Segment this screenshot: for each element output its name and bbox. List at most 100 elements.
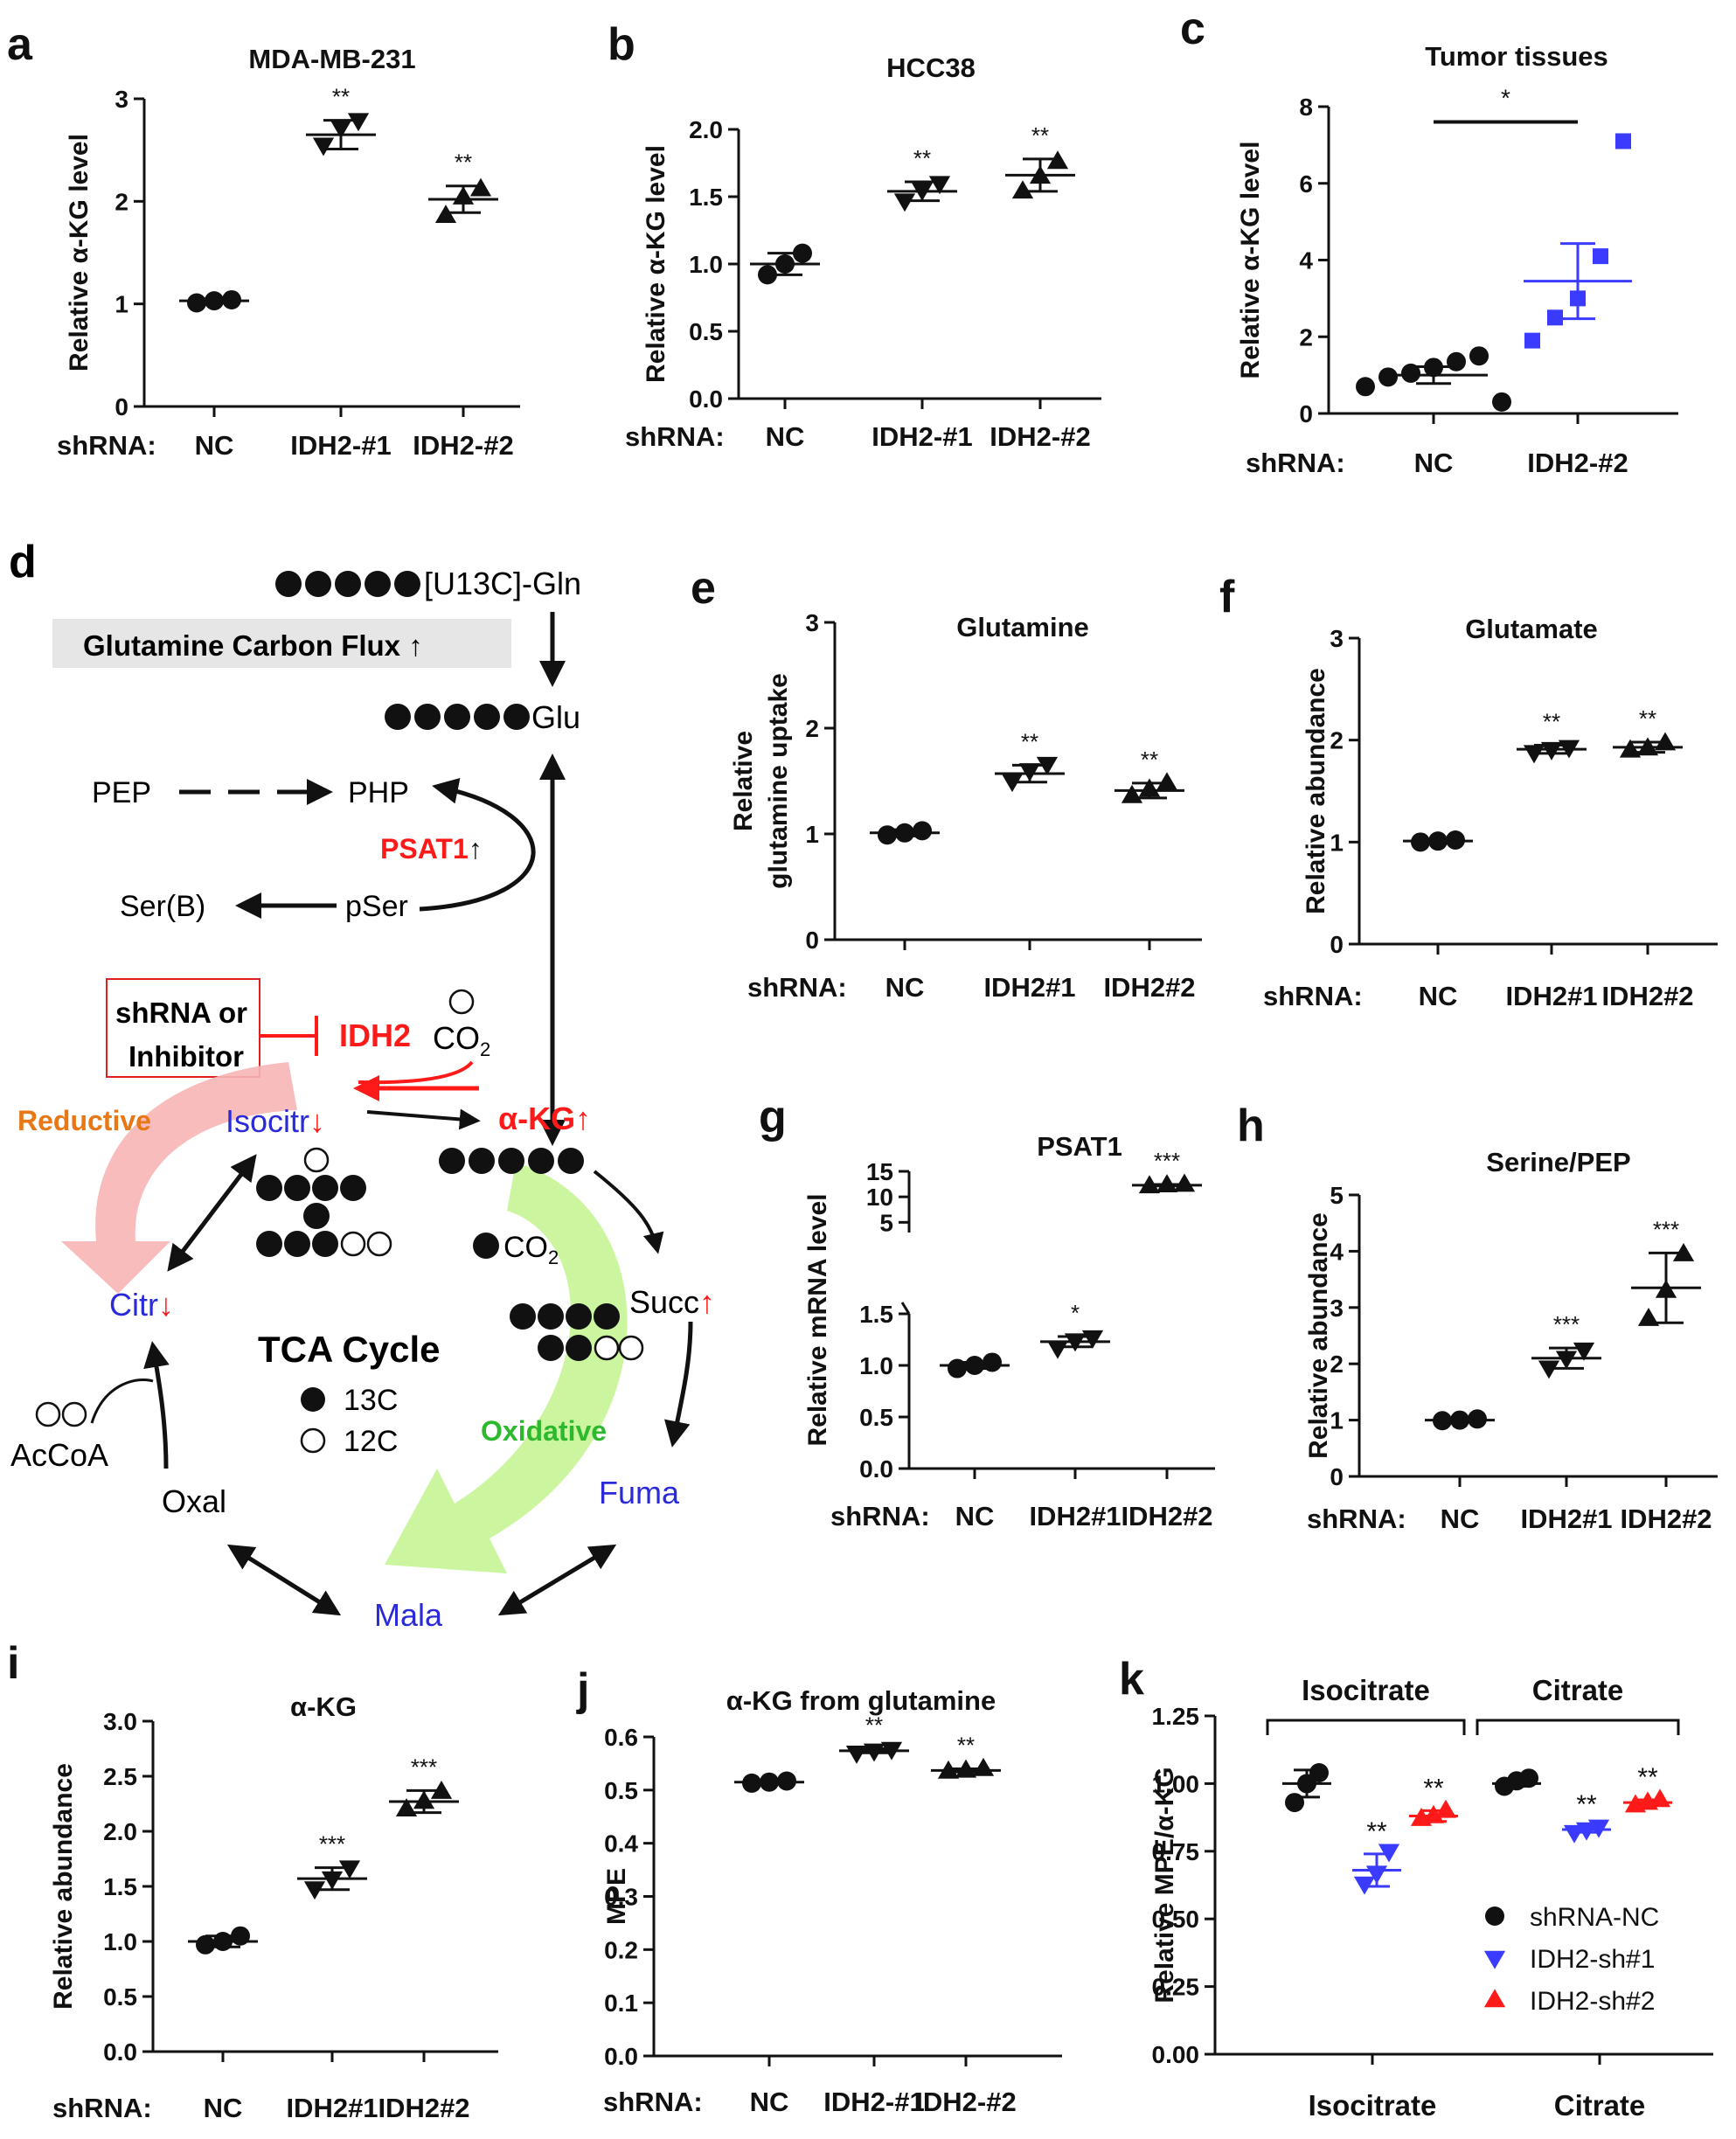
y-tick-label-i: 3.0 [103,1708,137,1735]
x-tick-label-h: IDH2#2 [1620,1504,1712,1534]
chart-title-e: Glutamine [956,612,1089,642]
panel-letter-g: g [759,1092,787,1142]
y-tick-label-e: 2 [805,715,819,742]
x-tick-label-f: IDH2#2 [1601,981,1693,1011]
panel-letter-k: k [1119,1654,1144,1705]
acoa-label: AcCoA [10,1437,108,1473]
significance-j: ** [957,1733,975,1759]
data-point-k [1285,1793,1304,1813]
significance-h: *** [1653,1216,1679,1242]
significance-a: ** [455,149,472,176]
shrna-prefix-j: shRNA: [603,2087,703,2117]
y-tick-label-a: 1 [115,291,128,318]
shrna-prefix-b: shRNA: [625,421,725,452]
y-tick-label-h: 4 [1330,1238,1344,1265]
co2-label-top: CO2 [433,1020,490,1060]
legend-marker-k [1483,1989,1506,2008]
psat1-label: PSAT1↑ [380,833,483,865]
data-point-c [1356,377,1375,397]
reductive-arrow [61,1062,297,1294]
citr-label: Citr↓ [109,1287,174,1323]
significance-g: *** [1154,1148,1180,1174]
data-point-c [1524,332,1540,349]
x-tick-label-h: IDH2#1 [1520,1504,1612,1534]
y-tick-label-g: 0.0 [859,1455,893,1483]
y-tick-label-h: 2 [1330,1351,1344,1378]
co2-carbon-open [448,989,475,1015]
y-tick-label-b: 1.5 [689,184,723,211]
panel-letter-b: b [608,19,635,70]
x-tick-label-f: NC [1419,981,1458,1011]
axis-break-g [900,1302,911,1315]
data-point-a [312,137,335,156]
x-tick-label-c: IDH2-#2 [1527,448,1628,478]
y-tick-label-j: 0.1 [604,1990,638,2017]
y-tick-label-e: 3 [805,609,819,636]
y-tick-label-f: 2 [1330,727,1344,754]
significance-a: ** [332,84,350,110]
data-point-b [893,193,916,212]
akg-label: α-KG↑ [498,1101,591,1136]
panel-letter-a: a [7,19,33,70]
data-point-c [1615,133,1631,149]
legend-label-k: IDH2-sh#1 [1530,1945,1655,1974]
shrna-prefix-g: shRNA: [830,1501,930,1531]
x-tick-label-e: IDH2#2 [1103,972,1195,1003]
y-axis-label-i: Relative abundance [49,1763,78,2010]
flux-box [52,619,511,668]
data-point-g [1081,1330,1104,1349]
y-tick-label-i: 1.5 [103,1873,137,1900]
arrow-php-pser [419,778,536,912]
x-tick-label-g: IDH2#1 [1029,1501,1121,1531]
data-point-k [1434,1799,1457,1818]
shrna-prefix-e: shRNA: [747,972,847,1003]
co2-carbon-filled [473,1233,499,1259]
x-tick-label-h: NC [1441,1504,1480,1534]
y-tick-label-c: 6 [1299,170,1313,198]
significance-k: ** [1366,1817,1387,1846]
y-tick-label-j: 0.6 [604,1724,638,1751]
legend-13c-dot [301,1387,325,1412]
shrna-prefix-c: shRNA: [1246,448,1345,478]
legend-marker-k [1485,1906,1504,1926]
y-tick-label-b: 2.0 [689,116,723,143]
glu-carbons [385,704,530,730]
data-point-i [338,1860,361,1879]
group-bracket-k [1266,1719,1466,1735]
idh2-label: IDH2 [339,1017,411,1053]
y-tick-label-i: 0.5 [103,1983,137,2011]
flux-label: Glutamine Carbon Flux ↑ [83,629,423,662]
y-tick-label-k: 0.50 [1152,1906,1200,1933]
y-axis-label-k: Relative MPE/α-KG [1150,1767,1179,2003]
inhibitor-line2: Inhibitor [128,1040,244,1073]
arrow-succ-fuma [663,1321,693,1448]
x-tick-label-b: IDH2-#2 [990,421,1090,452]
legend-13c: 13C [344,1384,398,1417]
y-tick-label-b: 1.0 [689,251,723,278]
y-tick-label-k: 0.25 [1152,1974,1200,2001]
y-axis-label-e: Relative [729,731,758,831]
data-point-k [1519,1768,1538,1788]
significance-e: ** [1021,728,1038,754]
x-tick-label-i: IDH2#1 [286,2093,378,2123]
panel-letter-i: i [7,1638,19,1689]
y-tick-label-k: 1.00 [1152,1770,1200,1797]
y-tick-label-g: 15 [866,1158,893,1185]
legend-marker-k [1483,1950,1506,1969]
y-tick-label-g: 5 [879,1209,893,1236]
y-tick-label-g: 10 [866,1184,893,1211]
y-tick-label-f: 0 [1330,931,1344,958]
fuma-label: Fuma [599,1475,680,1510]
tca-label: TCA Cycle [258,1329,441,1370]
data-point-c [1547,309,1563,326]
y-tick-label-a: 2 [115,188,128,215]
y-tick-label-i: 2.5 [103,1763,137,1790]
y-tick-label-j: 0.0 [604,2043,638,2070]
acoa-join [90,1378,154,1424]
x-tick-label-e: IDH2#1 [983,972,1075,1003]
x-tick-label-c: NC [1414,448,1454,478]
significance-k: ** [1576,1790,1597,1819]
arrow-fuma-mala [497,1544,617,1616]
co2-in-arrow [358,1060,474,1085]
